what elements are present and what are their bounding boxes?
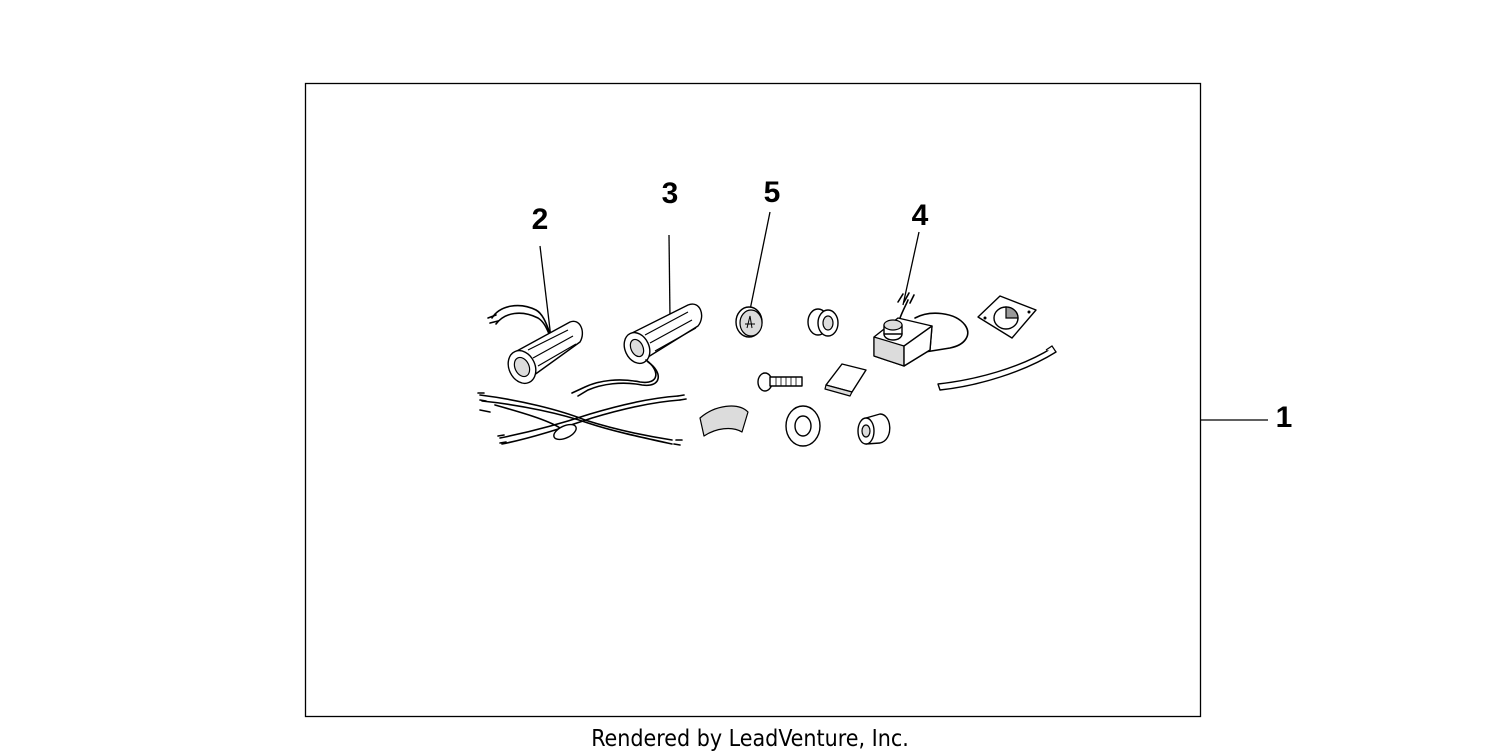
switch-mounting-plate [977, 295, 1037, 339]
callout-2: 2 [532, 203, 549, 236]
bolt [757, 372, 803, 392]
right-heated-grip [571, 303, 703, 397]
cable-tie [937, 345, 1057, 391]
left-heated-grip [487, 304, 584, 385]
callout-5: 5 [764, 176, 781, 209]
adhesive-pad [824, 363, 867, 397]
rubber-grommet [807, 308, 839, 337]
wiring-harness [477, 392, 687, 446]
callout-4: 4 [912, 199, 929, 232]
curved-spacer [699, 405, 749, 437]
leader-line-5 [749, 211, 771, 311]
indicator-cap [735, 306, 763, 338]
render-credit: Rendered by LeadVenture, Inc. [591, 726, 909, 752]
leader-line-3 [668, 234, 671, 319]
collar [857, 413, 891, 445]
callout-3: 3 [662, 177, 679, 210]
leader-line-2 [539, 245, 552, 339]
heater-control-switch [873, 292, 969, 367]
kit-frame [304, 82, 1202, 718]
washer [785, 405, 821, 447]
callout-1: 1 [1276, 401, 1293, 434]
leader-line-4 [902, 231, 920, 306]
